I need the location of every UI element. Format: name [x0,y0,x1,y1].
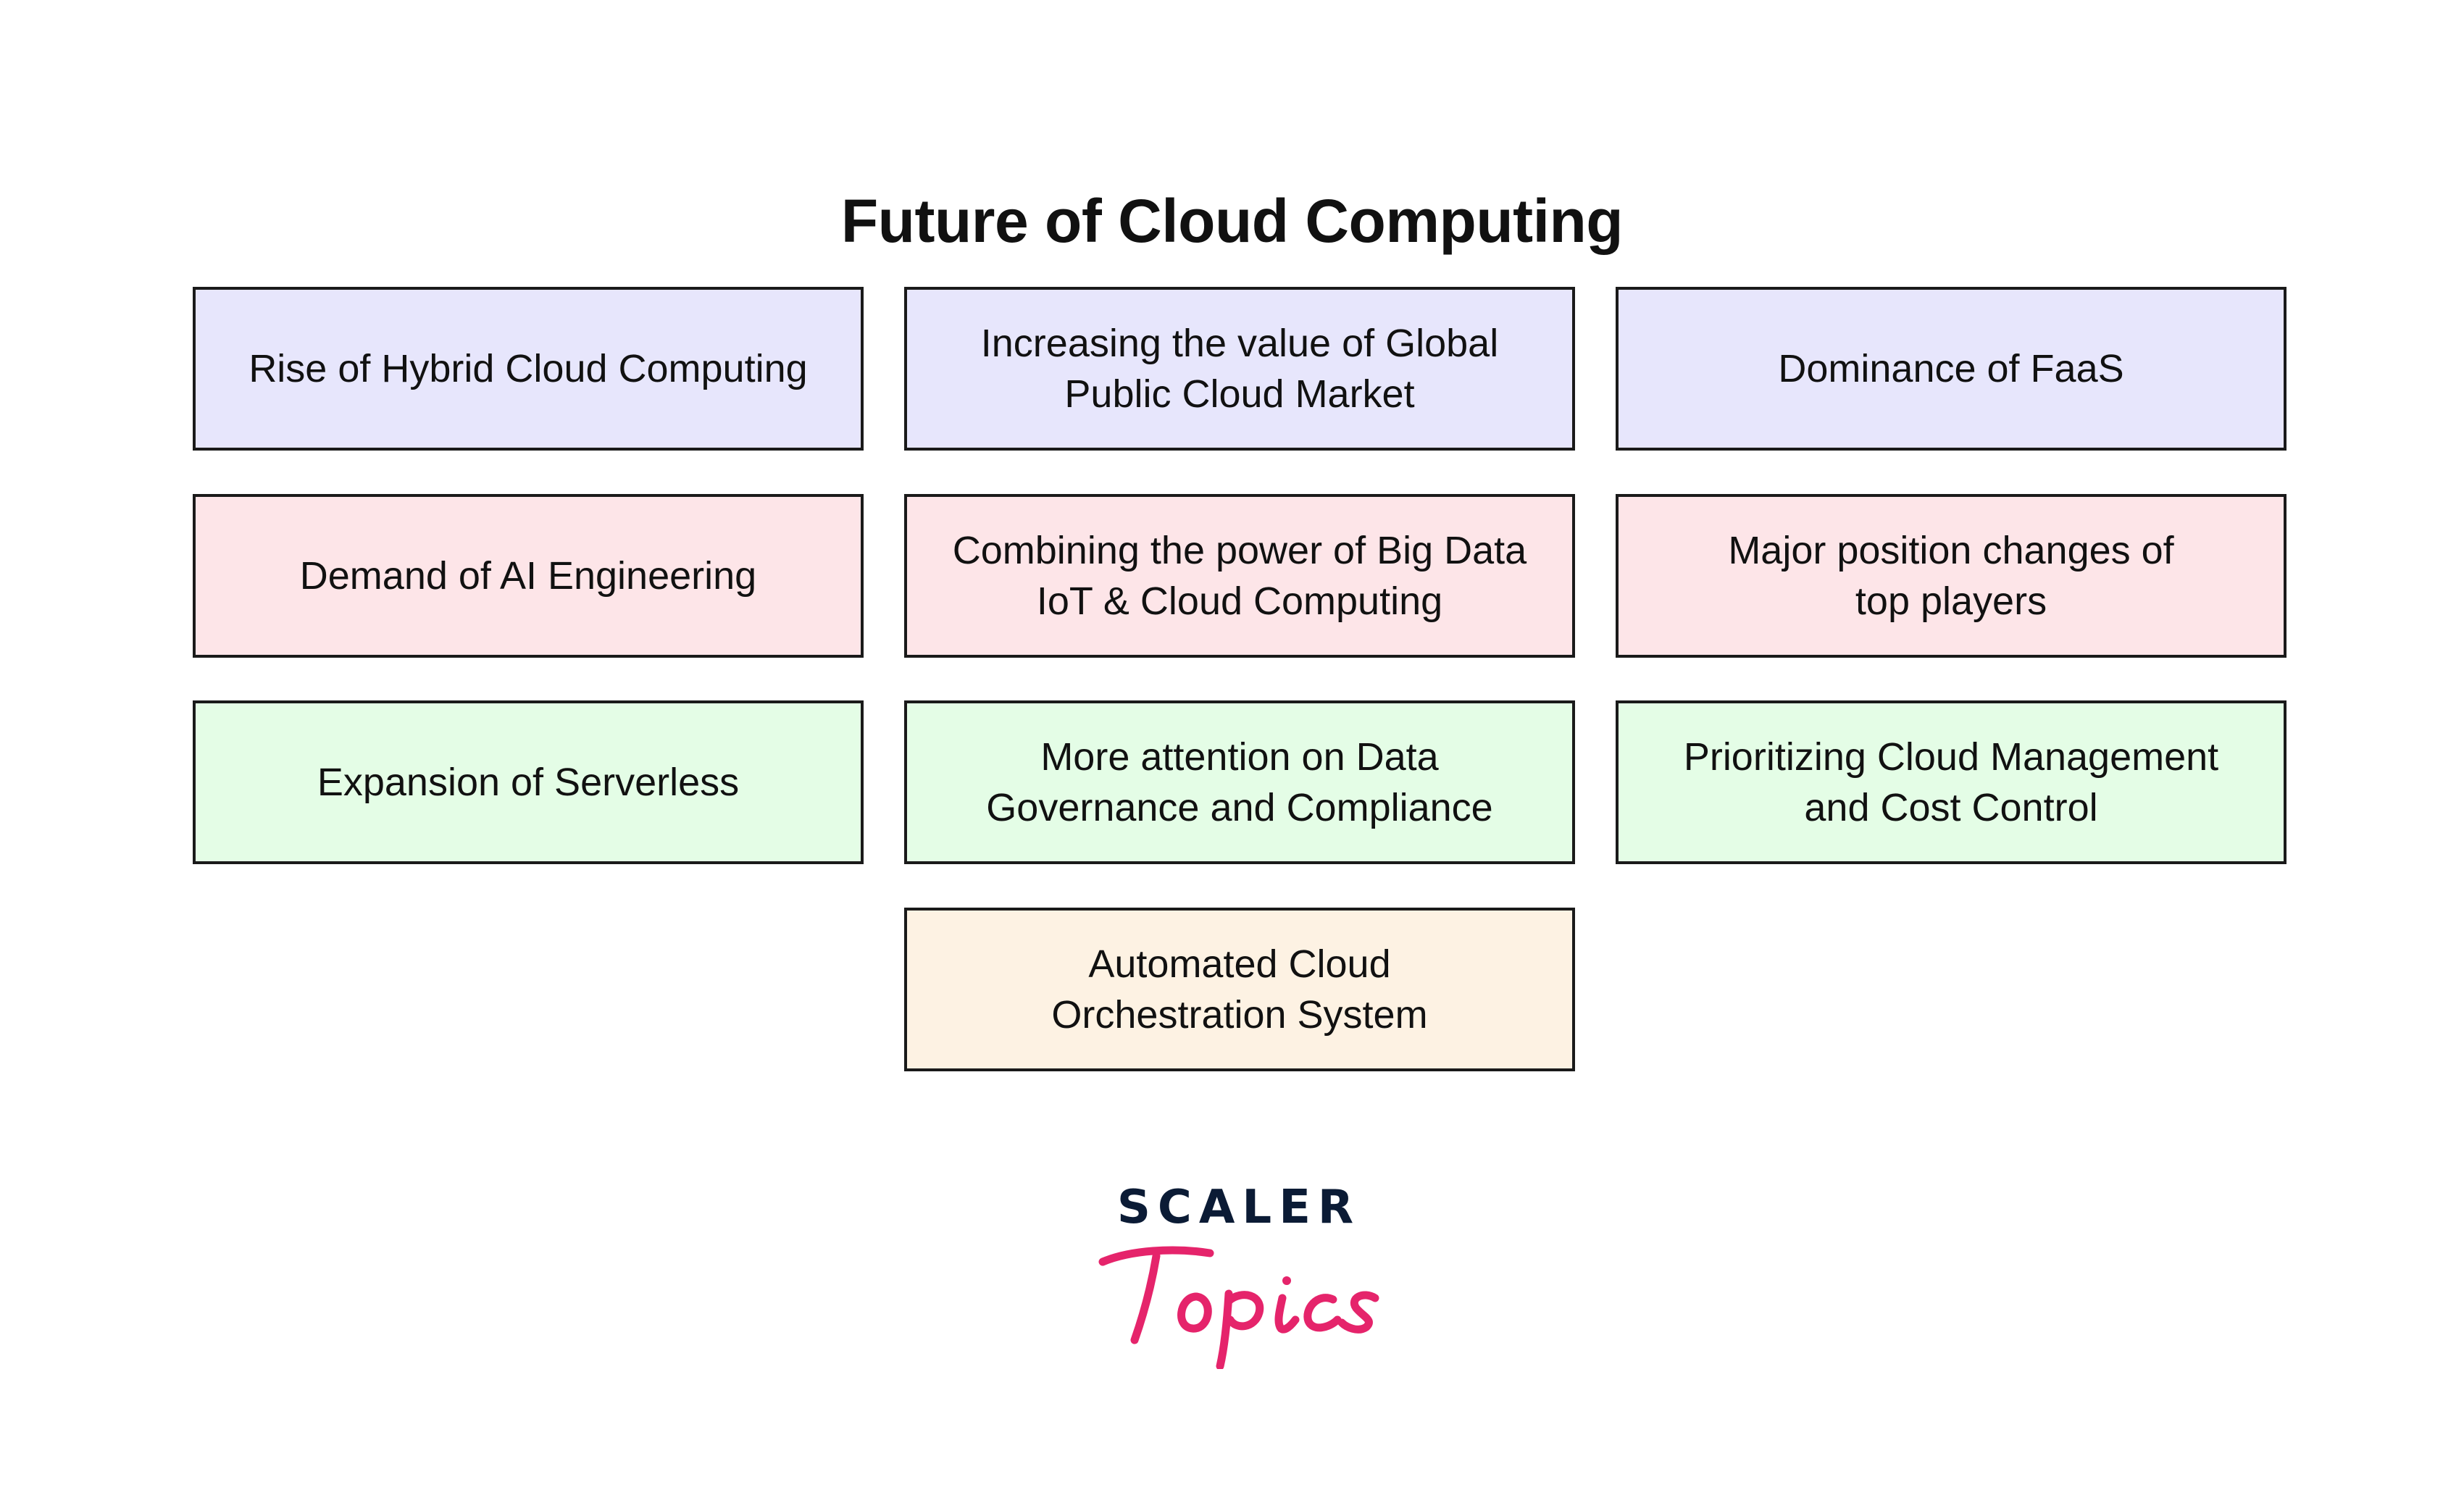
box-ai-engineering: Demand of AI Engineering [193,494,864,658]
box-line: Demand of AI Engineering [299,554,757,598]
box-line: IoT & Cloud Computing [1036,579,1443,623]
box-cost-control: Prioritizing Cloud Management and Cost C… [1616,700,2286,864]
box-line: Prioritizing Cloud Management [1683,735,2219,779]
box-line: Expansion of Serverless [317,761,740,804]
logo-topics-script [1098,1246,1379,1369]
box-line: More attention on Data [1040,735,1439,779]
box-faas: Dominance of FaaS [1616,287,2286,451]
box-global-public-cloud: Increasing the value of Global Public Cl… [904,287,1575,451]
box-line: Dominance of FaaS [1778,347,2124,390]
box-big-data-iot: Combining the power of Big Data IoT & Cl… [904,494,1575,658]
box-line: top players [1855,579,2047,623]
box-orchestration: Automated Cloud Orchestration System [904,908,1575,1071]
box-line: Combining the power of Big Data [952,529,1527,572]
box-line: Automated Cloud [1088,942,1391,986]
scaler-topics-logo: SCALER [1087,1181,1391,1369]
diagram-title: Future of Cloud Computing [840,187,1624,255]
box-line: Increasing the value of Global [980,322,1499,365]
box-line: Rise of Hybrid Cloud Computing [249,347,808,390]
box-line: Orchestration System [1051,993,1428,1037]
box-data-governance: More attention on Data Governance and Co… [904,700,1575,864]
box-hybrid-cloud: Rise of Hybrid Cloud Computing [193,287,864,451]
box-line: Governance and Compliance [986,786,1493,829]
box-serverless: Expansion of Serverless [193,700,864,864]
box-line: and Cost Control [1804,786,2098,829]
box-top-players: Major position changes of top players [1616,494,2286,658]
box-line: Public Cloud Market [1064,372,1415,416]
box-line: Major position changes of [1728,529,2174,572]
logo-brand-text: SCALER [1116,1181,1361,1234]
